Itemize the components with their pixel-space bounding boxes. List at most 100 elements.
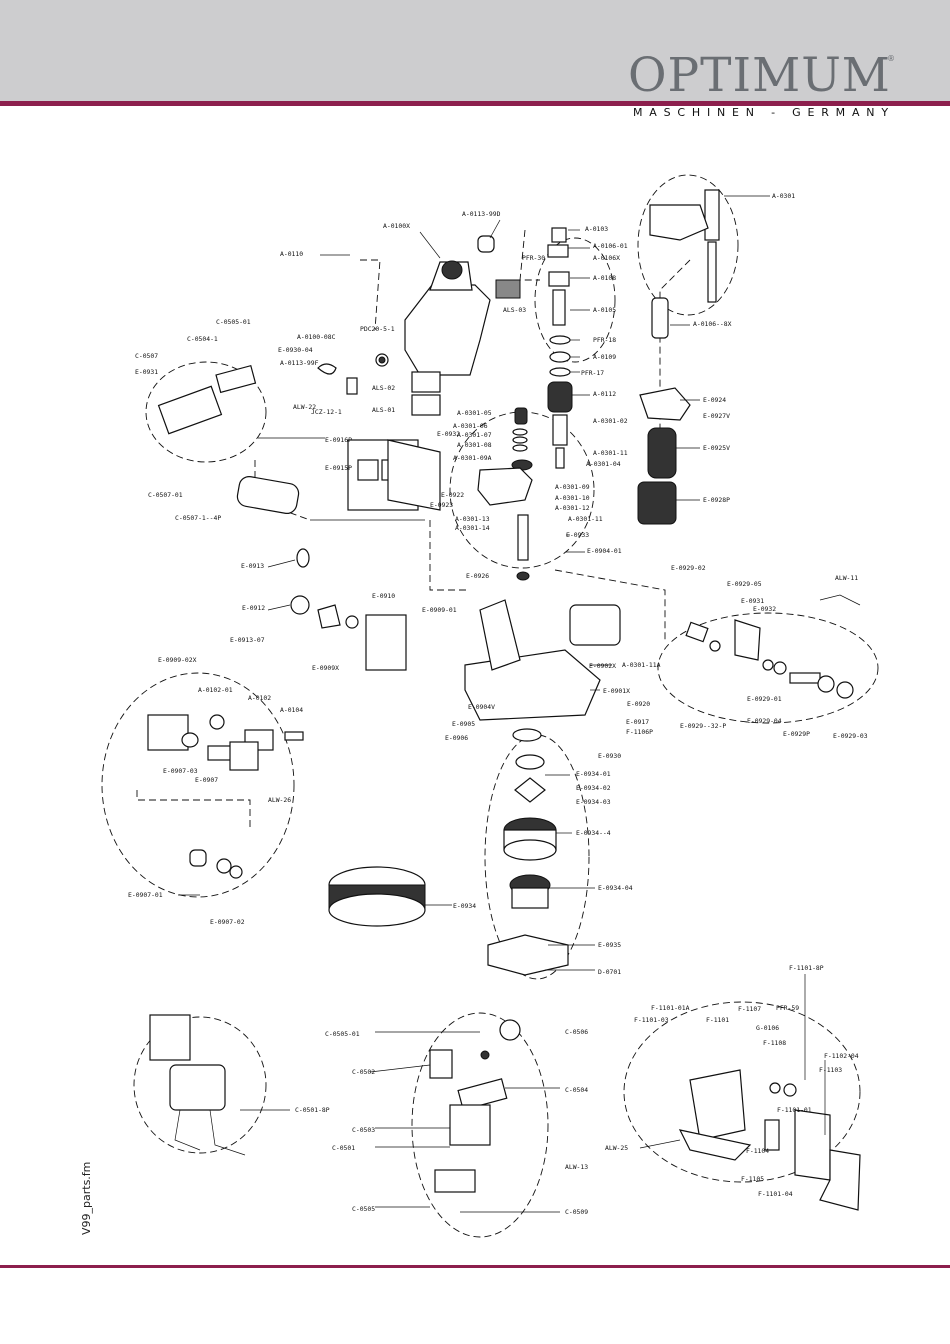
part-label: PFR-17	[581, 369, 604, 377]
part-label: E-0934--4	[576, 829, 611, 837]
part-label: E-0930-04	[278, 346, 313, 354]
part-label: PFR-18	[593, 336, 616, 344]
part-label: A-0301-11	[568, 515, 603, 523]
part-label: E-0920	[627, 700, 650, 708]
part-label: ALW-22	[293, 403, 316, 411]
part-label: F-1105	[741, 1175, 764, 1183]
part-label: C-0507-01	[148, 491, 183, 499]
part-label: E-0901X	[603, 687, 630, 695]
part-label: A-0106--8X	[693, 320, 732, 328]
part-label: E-0935	[598, 941, 621, 949]
part-label: C-0502	[352, 1068, 375, 1076]
part-label: F-1102-04	[824, 1052, 859, 1060]
part-label: A-0301-10	[555, 494, 590, 502]
part-label: E-0929P	[783, 730, 810, 738]
part-label: A-0104	[280, 706, 303, 714]
part-label: PFR-59	[776, 1004, 799, 1012]
part-label: A-0301-14	[455, 524, 490, 532]
part-label: ALW-26	[268, 796, 291, 804]
part-label: E-0933	[566, 531, 589, 539]
part-label: F-1101-01A	[651, 1004, 690, 1012]
part-label: A-0100-08C	[297, 333, 336, 341]
part-label: E-0907-01	[128, 891, 163, 899]
header-band	[0, 0, 950, 101]
part-label: ALS-03	[503, 306, 526, 314]
part-label: E-0934-01	[576, 770, 611, 778]
part-label: A-0113-99D	[462, 210, 501, 218]
part-label: F-1101-01	[777, 1106, 812, 1114]
part-label: A-0301-02	[593, 417, 628, 425]
logo-registered-mark: ®	[887, 54, 895, 63]
part-label: A-0301-11	[593, 449, 628, 457]
part-label: E-0907-02	[210, 918, 245, 926]
part-label: A-0301-13	[455, 515, 490, 523]
part-label: A-0301-06	[453, 422, 488, 430]
part-label: F-1104	[746, 1147, 769, 1155]
part-label: A-0102-01	[198, 686, 233, 694]
part-label: A-0301-11A	[622, 661, 661, 669]
part-label: A-0109	[593, 353, 616, 361]
part-label: C-0505-01	[216, 318, 251, 326]
part-label: A-0301	[772, 192, 795, 200]
part-label: E-0905	[452, 720, 475, 728]
part-label: A-0102	[248, 694, 271, 702]
part-label: A-0106X	[593, 254, 620, 262]
leader-lines	[178, 195, 826, 1213]
part-label: E-0929-04	[747, 717, 782, 725]
part-label: A-0301-05	[457, 409, 492, 417]
part-label: E-0906	[445, 734, 468, 742]
part-label: E-0929-01	[747, 695, 782, 703]
part-label: E-0931	[741, 597, 764, 605]
part-label: E-0934-02	[576, 784, 611, 792]
part-label: A-0113-99F	[280, 359, 319, 367]
part-label: ALW-25	[605, 1144, 628, 1152]
part-label: E-0930	[598, 752, 621, 760]
part-label: E-0913	[241, 562, 264, 570]
part-label: A-0100X	[383, 222, 410, 230]
part-label: E-0904-01	[587, 547, 622, 555]
part-label: F-1107	[738, 1005, 761, 1013]
part-label: PFR-30	[522, 254, 545, 262]
part-label: E-0932	[753, 605, 776, 613]
motor-head-assembly	[317, 235, 521, 416]
part-label: A-0301-12	[555, 504, 590, 512]
part-label: E-0929-05	[727, 580, 762, 588]
part-label: E-0917	[626, 718, 649, 726]
part-label: F-1101-03	[634, 1016, 669, 1024]
part-label: C-0505-01	[325, 1030, 360, 1038]
part-label: E-0915P	[325, 464, 352, 472]
part-label: A-0112	[593, 390, 616, 398]
part-label: E-0924	[703, 396, 726, 404]
part-label: A-0301-08	[457, 441, 492, 449]
part-label: E-0934	[453, 902, 476, 910]
part-label: E-0925V	[703, 444, 730, 452]
part-label: C-0507-1--4P	[175, 514, 221, 522]
part-label: E-0929-02	[671, 564, 706, 572]
part-label: C-0501	[332, 1144, 355, 1152]
part-label: C-0507	[135, 352, 158, 360]
part-label: E-0926	[466, 572, 489, 580]
switch-assemblies	[157, 364, 441, 514]
part-label: C-0509	[565, 1208, 588, 1216]
part-label: E-0907-03	[163, 767, 198, 775]
part-label: E-0907	[195, 776, 218, 784]
base-gearbox	[290, 548, 621, 721]
part-label: ALW-13	[565, 1163, 588, 1171]
part-label: F-1101-04	[758, 1190, 793, 1198]
part-label: E-0929--32-P	[680, 722, 726, 730]
part-label: E-0909X	[312, 664, 339, 672]
part-label: C-0501-8P	[295, 1106, 330, 1114]
part-label: A-0301-09A	[453, 454, 492, 462]
part-label: C-0504	[565, 1086, 588, 1094]
logo-wordmark: OPTIMUM	[628, 48, 891, 103]
part-label: A-0103	[585, 225, 608, 233]
part-label: ALS-01	[372, 406, 395, 414]
part-label: E-0909-01	[422, 606, 457, 614]
part-label: E-0934-04	[598, 884, 633, 892]
part-label: A-0106-01	[593, 242, 628, 250]
part-label: A-0301-09	[555, 483, 590, 491]
lower-left-switch	[147, 714, 304, 879]
part-label: E-0916P	[325, 436, 352, 444]
spindle-stack	[477, 227, 573, 581]
